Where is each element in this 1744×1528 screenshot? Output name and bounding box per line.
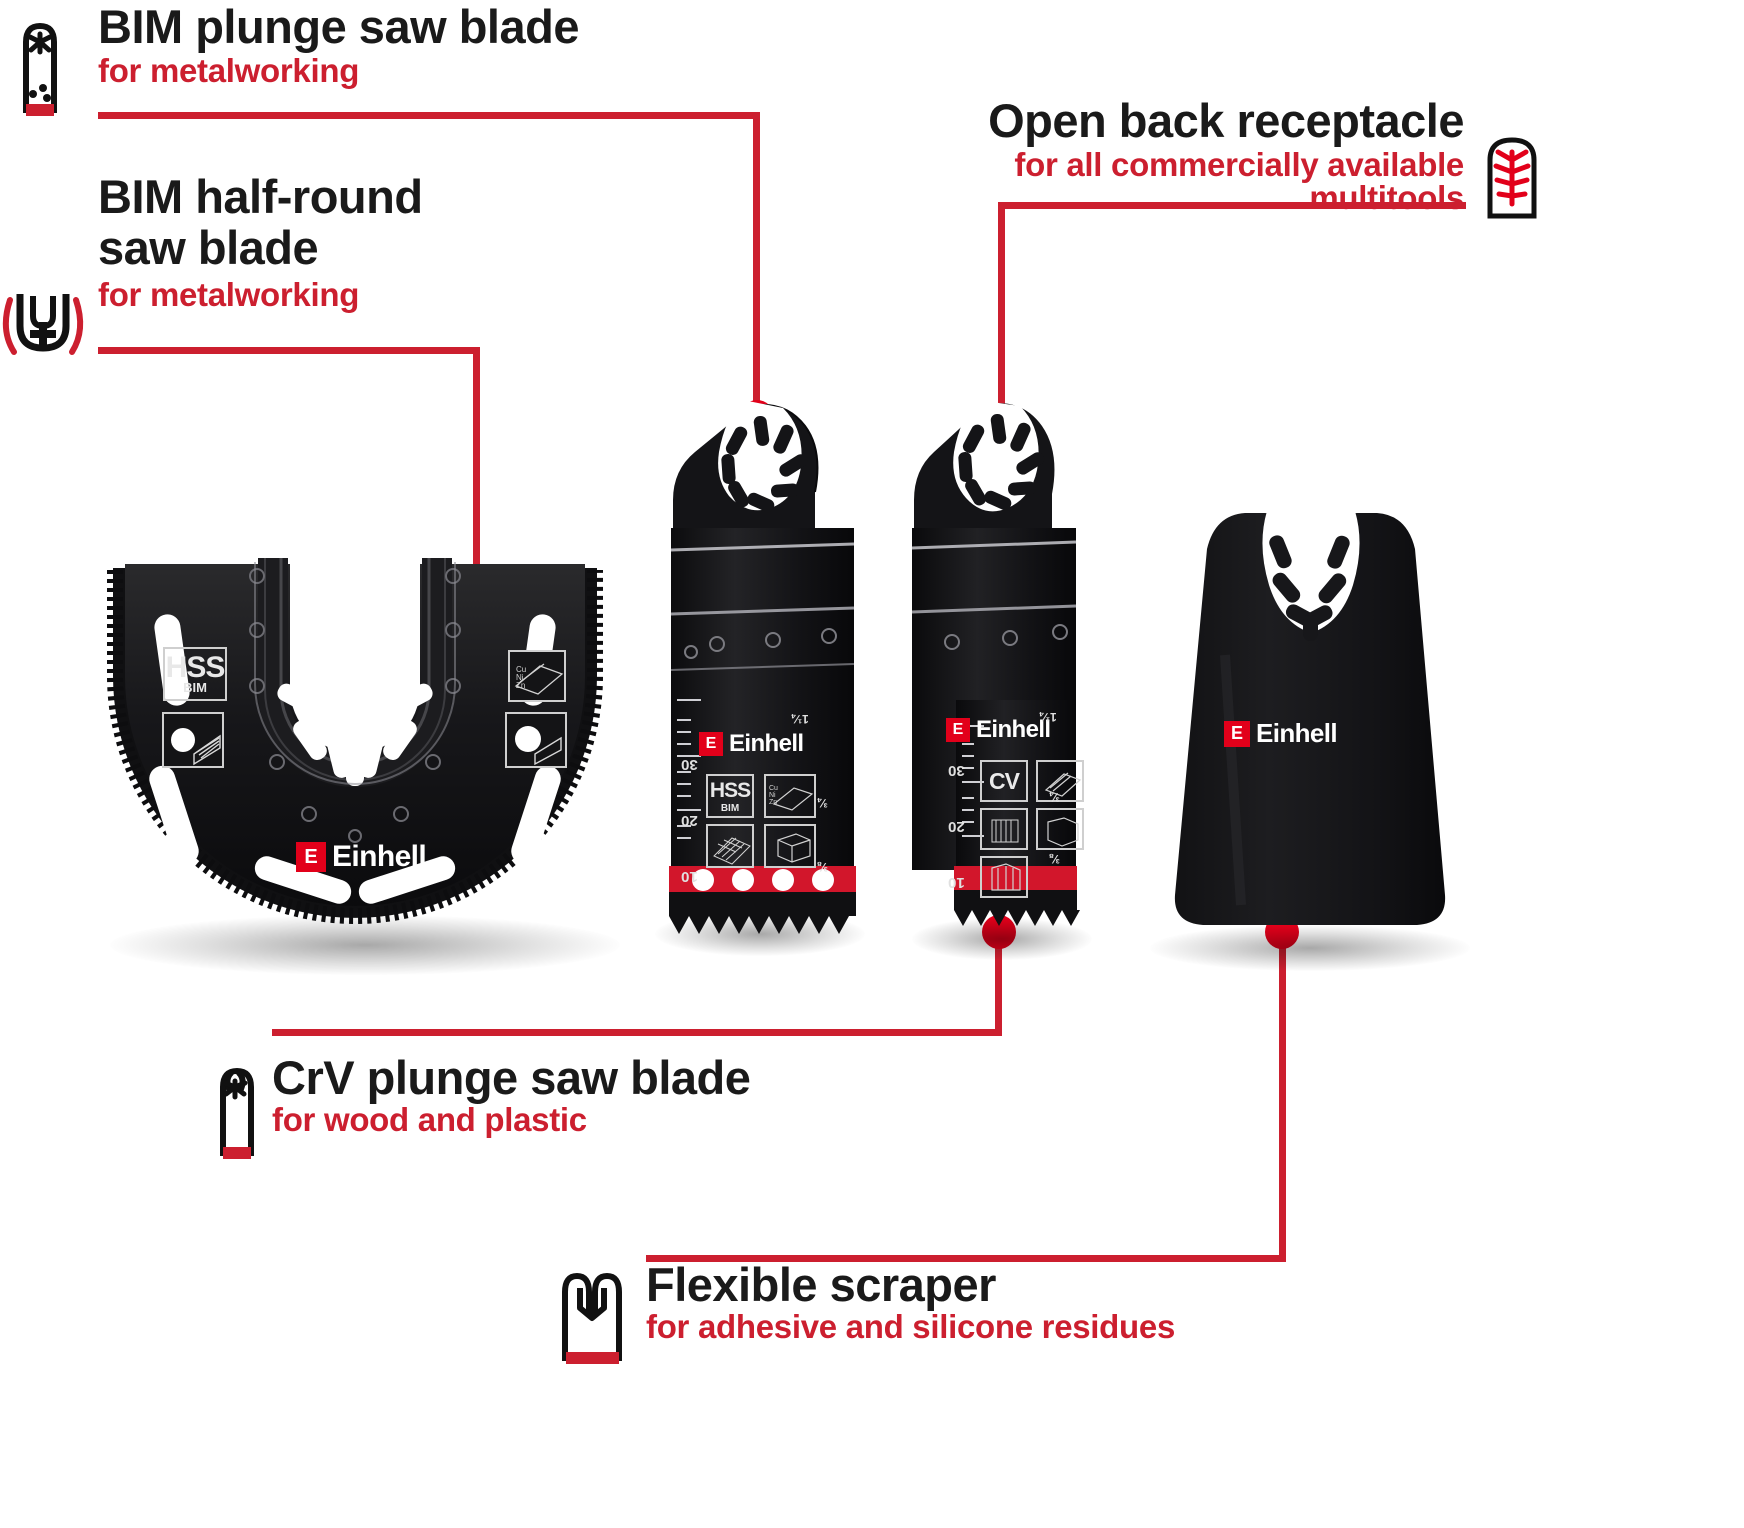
scale-mark-10-crv: 10: [948, 874, 965, 891]
scale-fraction-crv-2: ¾: [1050, 790, 1061, 804]
product-crv-plunge-blade: [900, 400, 1090, 945]
application-pictogram-board-crv: [1036, 808, 1084, 850]
product-shadow: [912, 918, 1092, 960]
scale-fraction-crv-3: ⅜: [1050, 852, 1061, 866]
brand-logo-bim-plunge: E Einhell: [699, 730, 804, 758]
material-label-main: HSS: [165, 650, 226, 684]
plunge-blade-metal-icon: [8, 12, 78, 122]
callout-subtitle: for adhesive and silicone residues: [646, 1308, 1175, 1346]
application-pictogram-block: [764, 824, 816, 868]
product-bim-plunge-blade: [655, 400, 870, 940]
brand-name: Einhell: [729, 730, 804, 757]
material-label-main: CV: [989, 767, 1020, 794]
brand-mark: E: [699, 732, 723, 756]
brand-logo-crv-plunge: E Einhell: [946, 716, 1051, 744]
application-pictogram-plastic: [505, 712, 567, 768]
scale-mark-10-plunge: 10: [681, 868, 698, 885]
product-half-round-saw-blade: [105, 558, 605, 948]
connector-line-crv-v: [995, 940, 1002, 1032]
product-shadow: [110, 915, 620, 975]
brand-logo-scraper: E Einhell: [1224, 718, 1338, 749]
plunge-blade-wood-icon: [205, 1055, 271, 1165]
svg-text:Ni: Ni: [516, 673, 524, 682]
callout-crv-plunge-saw-blade: CrV plunge saw blade for wood and plasti…: [272, 1051, 751, 1139]
svg-text:Zn: Zn: [769, 799, 777, 806]
svg-text:Cu: Cu: [516, 665, 526, 674]
material-label-sub: BIM: [183, 680, 207, 696]
material-label-main: HSS: [709, 778, 751, 802]
callout-title: CrV plunge saw blade: [272, 1051, 751, 1104]
application-pictogram-plank-crv: [980, 856, 1028, 898]
connector-line-bim-plunge-v: [753, 112, 760, 417]
application-pictogram-wood: [162, 712, 224, 768]
connector-line-bim-plunge-h: [98, 112, 760, 119]
callout-title: Open back receptacle: [988, 94, 1464, 147]
scale-fraction-plunge: 1¼: [792, 712, 809, 726]
callout-title: BIM half-round saw blade: [98, 170, 423, 274]
application-pictogram-metal: Cu Ni Zn: [508, 650, 566, 702]
connector-line-half-round-h: [98, 347, 480, 354]
brand-mark: E: [1224, 720, 1250, 747]
application-pictogram-mesh: [706, 824, 754, 868]
brand-name: Einhell: [976, 716, 1051, 743]
callout-bim-half-round-saw-blade: BIM half-round saw blade for metalworkin…: [98, 170, 423, 313]
svg-text:Cu: Cu: [769, 785, 778, 792]
connector-line-half-round-v: [473, 347, 480, 677]
product-flexible-scraper-blade: [1145, 505, 1475, 945]
brand-mark-letter: E: [1230, 723, 1243, 743]
application-pictogram-grain-crv: [980, 808, 1028, 850]
scale-mark-20-plunge: 20: [681, 812, 698, 829]
half-round-blade-icon: [0, 282, 90, 362]
open-back-receptacle-icon: [1476, 130, 1548, 222]
material-label-sub: BIM: [720, 802, 740, 814]
brand-mark-letter: E: [952, 721, 964, 738]
brand-logo-half-round: E Einhell: [296, 840, 427, 874]
brand-name: Einhell: [332, 840, 427, 873]
svg-text:Zn: Zn: [516, 681, 525, 690]
brand-mark: E: [296, 842, 326, 872]
application-pictogram-wood-crv: [1036, 760, 1084, 802]
product-shadow: [1150, 925, 1470, 971]
scale-mark-30-crv: 30: [948, 762, 965, 779]
callout-bim-plunge-saw-blade: BIM plunge saw blade for metalworking: [98, 0, 579, 90]
callout-title: Flexible scraper: [646, 1258, 996, 1311]
callout-subtitle: for metalworking: [98, 275, 360, 313]
connector-line-scraper-v: [1279, 945, 1286, 1260]
scraper-icon: [552, 1262, 634, 1370]
material-label-hss-half-round: HSS BIM: [165, 650, 226, 698]
connector-line-scraper-h: [646, 1255, 1286, 1262]
connector-line-open-back-v: [998, 202, 1005, 492]
brand-mark-letter: E: [304, 845, 318, 868]
callout-title: BIM plunge saw blade: [98, 0, 579, 53]
connector-line-open-back-h: [998, 202, 1466, 209]
material-label-cv: CV: [980, 760, 1028, 802]
scale-mark-20-crv: 20: [948, 818, 965, 835]
svg-text:Ni: Ni: [769, 792, 776, 799]
scale-fraction-plunge-3: ⅜: [818, 860, 829, 874]
brand-name: Einhell: [1256, 718, 1338, 748]
brand-mark-letter: E: [705, 735, 717, 752]
material-label-hss-plunge: HSS BIM: [706, 774, 754, 818]
application-pictogram-metal-plunge: Cu Ni Zn: [764, 774, 816, 818]
callout-subtitle: for metalworking: [98, 52, 360, 90]
scale-fraction-crv: 1¼: [1040, 710, 1057, 724]
callout-flexible-scraper: Flexible scraper for adhesive and silico…: [646, 1258, 1175, 1346]
callout-open-back-receptacle: Open back receptacle for all commerciall…: [884, 94, 1464, 214]
scale-mark-30-plunge: 30: [681, 756, 698, 773]
connector-line-crv-h: [272, 1029, 1002, 1036]
brand-mark: E: [946, 718, 970, 742]
material-label-frame: [163, 647, 227, 701]
scale-fraction-plunge-2: ¾: [818, 796, 829, 810]
callout-subtitle: for wood and plastic: [272, 1101, 587, 1139]
